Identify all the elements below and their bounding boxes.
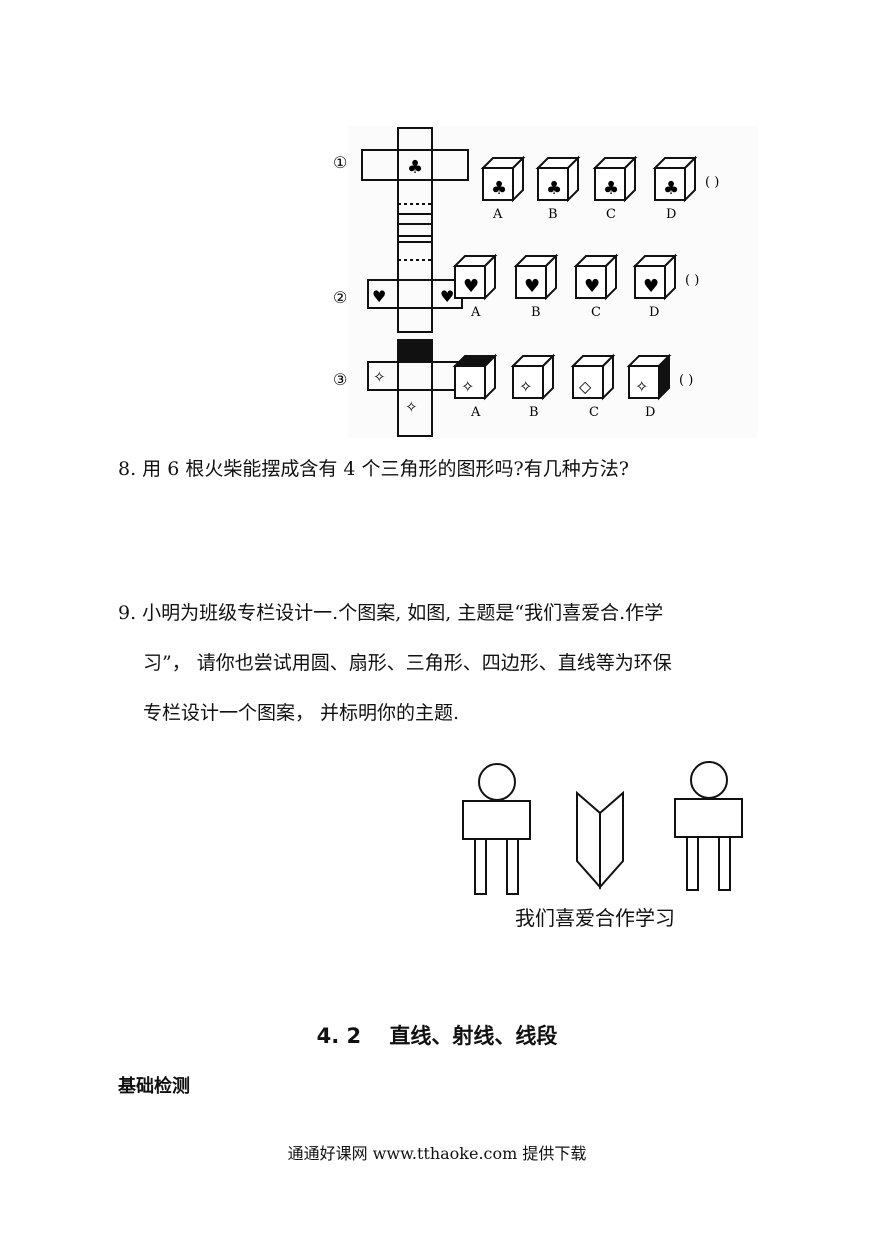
heart-icon: ♥: [643, 276, 659, 297]
heart-icon: ♥: [440, 287, 454, 306]
star-diamond-icon: ✧: [635, 377, 648, 396]
svg-text:B: B: [529, 405, 539, 420]
heart-icon: ♥: [584, 276, 600, 297]
star-diamond-icon: ✧: [519, 377, 532, 396]
club-icon: ♣: [546, 178, 562, 199]
section-title: 4. 2 直线、射线、线段: [316, 1024, 558, 1048]
svg-text:D: D: [645, 405, 655, 420]
cooperation-illustration: [462, 761, 743, 895]
star-diamond-icon: ✧: [373, 368, 386, 386]
question-9-line-3: 专栏设计一个图案， 并标明你的主题.: [143, 702, 460, 724]
person-right: [674, 761, 743, 891]
black-face: [398, 340, 432, 362]
question-9-line-1: 9. 小明为班级专栏设计一.个图案, 如图, 主题是“我们喜爱合.作学: [118, 602, 664, 624]
row-1: ① ♣ ♣ ♣ ♣ ♣: [333, 127, 719, 243]
svg-text:A: A: [470, 405, 481, 420]
svg-text:③: ③: [333, 370, 347, 389]
svg-text:A: A: [492, 207, 503, 222]
svg-text:②: ②: [333, 288, 347, 307]
svg-text:( ): ( ): [685, 273, 699, 288]
heart-icon: ♥: [463, 276, 479, 297]
row-3: ③ ✧ ✧ ✧ ✧ ◇ ✧ A B C D ( ): [333, 339, 693, 437]
person-left: [462, 763, 531, 895]
svg-text:A: A: [470, 305, 481, 320]
section-subtitle: 基础检测: [118, 1076, 190, 1097]
svg-text:D: D: [666, 207, 676, 222]
svg-text:B: B: [548, 207, 558, 222]
cube-net-figure: ① ♣ ♣ ♣ ♣ ♣: [333, 126, 758, 438]
cube-options-row-1: ♣ ♣ ♣ ♣ A B C D ( ): [480, 155, 719, 222]
svg-text:C: C: [589, 405, 599, 420]
folded-paper: [576, 790, 624, 890]
row-2: ② ♥ ♥ ♥ ♥ ♥ ♥ A B C D ( ): [333, 235, 699, 333]
club-icon: ♣: [491, 178, 507, 199]
star-diamond-icon: ✧: [405, 398, 418, 416]
svg-text:D: D: [649, 305, 659, 320]
svg-text:( ): ( ): [705, 175, 719, 190]
svg-text:C: C: [606, 207, 616, 222]
svg-text:C: C: [591, 305, 601, 320]
question-9-line-2: 习”， 请你也尝试用圆、扇形、三角形、四边形、直线等为环保: [143, 652, 672, 674]
club-icon: ♣: [407, 157, 423, 178]
star-diamond-icon: ✧: [461, 377, 474, 396]
club-icon: ♣: [603, 178, 619, 199]
svg-text:( ): ( ): [679, 373, 693, 388]
svg-text:B: B: [531, 305, 541, 320]
question-8: 8. 用 6 根火柴能摆成含有 4 个三角形的图形吗?有几种方法?: [118, 458, 629, 480]
net-1: [361, 127, 469, 243]
club-icon: ♣: [663, 178, 679, 199]
page-footer: 通通好课网 www.tthaoke.com 提供下载: [287, 1144, 587, 1163]
star-diamond-icon: ◇: [579, 377, 592, 396]
heart-icon: ♥: [524, 276, 540, 297]
row-marker: ①: [333, 153, 347, 172]
illustration-caption: 我们喜爱合作学习: [515, 906, 675, 930]
heart-icon: ♥: [372, 287, 386, 306]
